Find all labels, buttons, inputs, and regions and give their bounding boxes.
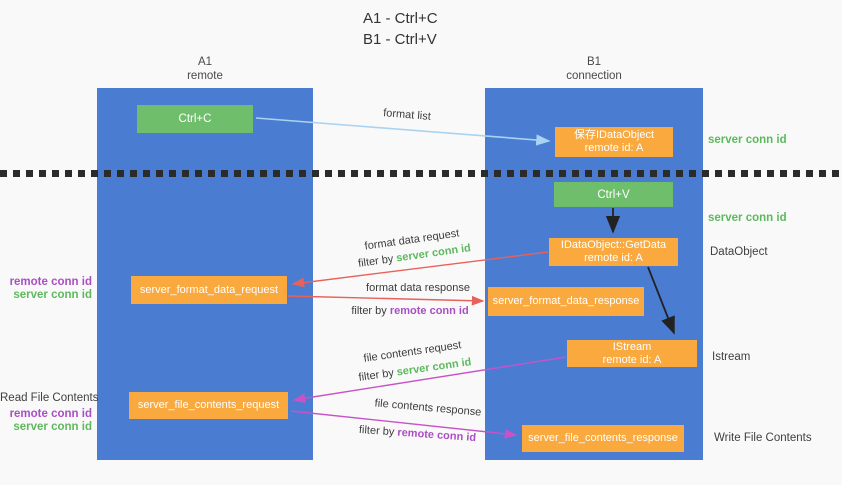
label-left-server-conn-id-1: server conn id [13, 289, 92, 301]
lane-header-a1: A1 remote [97, 55, 313, 83]
node-server-format-data-request-label: server_format_data_request [139, 283, 279, 296]
node-ctrl-c: Ctrl+C [137, 105, 253, 133]
label-file-contents-response: file contents response [374, 397, 482, 419]
node-istream-line2: remote id: A [602, 353, 662, 366]
label-format-list: format list [382, 107, 432, 123]
node-istream: IStream remote id: A [567, 340, 697, 367]
node-save-idataobject: 保存IDataObject remote id: A [555, 127, 673, 157]
label-server-conn-id-mid: server conn id [708, 212, 787, 224]
title-line-2: B1 - Ctrl+V [363, 31, 437, 48]
label-format-data-response: format data response [366, 282, 470, 294]
lane-a1-title: A1 [197, 56, 213, 68]
filter-server-conn-id: server conn id [395, 356, 473, 379]
label-filter-file-response: filter by remote conn id [350, 423, 486, 444]
node-server-file-contents-response-label: server_file_contents_response [528, 432, 678, 444]
phase-separator-dashed-line [0, 170, 842, 177]
node-save-idataobject-line1: 保存IDataObject [573, 129, 655, 141]
node-server-file-contents-request-label: server_file_contents_request [137, 399, 280, 411]
filter-prefix: filter by [358, 423, 395, 439]
title-line-1: A1 - Ctrl+C [363, 10, 438, 27]
node-getdata-line1: IDataObject::GetData [560, 239, 667, 251]
label-istream: Istream [712, 351, 751, 363]
lane-b1-subtitle: connection [566, 70, 622, 82]
node-save-idataobject-line2: remote id: A [584, 142, 644, 154]
label-left-remote-conn-id-2: remote conn id [9, 408, 92, 420]
node-server-file-contents-request: server_file_contents_request [129, 392, 288, 419]
node-ctrl-v-label: Ctrl+V [597, 188, 630, 201]
filter-prefix: filter by [357, 367, 395, 384]
label-server-conn-id-top: server conn id [708, 134, 787, 146]
filter-prefix: filter by [357, 253, 395, 270]
label-read-file-contents: Read File Contents [0, 392, 99, 404]
node-server-format-data-request: server_format_data_request [131, 276, 287, 304]
label-left-server-conn-id-2: server conn id [13, 421, 92, 433]
node-ctrl-v: Ctrl+V [554, 182, 673, 207]
node-getdata-line2: remote id: A [584, 252, 643, 264]
label-filter-format-response: filter by remote conn id [340, 305, 480, 317]
diagram-title: A1 - Ctrl+C B1 - Ctrl+V [363, 8, 438, 50]
lane-a1-subtitle: remote [187, 70, 223, 82]
filter-prefix: filter by [351, 305, 387, 317]
node-server-file-contents-response: server_file_contents_response [522, 425, 684, 452]
node-istream-line1: IStream [612, 340, 652, 353]
node-server-format-data-response: server_format_data_response [488, 287, 644, 316]
arrow-format-data-response [287, 295, 485, 306]
lane-header-b1: B1 connection [485, 55, 703, 83]
node-idataobject-getdata: IDataObject::GetData remote id: A [549, 238, 678, 266]
filter-remote-conn-id: remote conn id [389, 305, 469, 317]
label-left-remote-conn-id-1: remote conn id [9, 276, 92, 288]
lane-b1-title: B1 [586, 56, 602, 68]
node-server-format-data-response-label: server_format_data_response [492, 295, 640, 307]
label-dataobject: DataObject [710, 246, 768, 258]
label-write-file-contents: Write File Contents [714, 432, 812, 444]
node-ctrl-c-label: Ctrl+C [178, 113, 212, 125]
filter-remote-conn-id: remote conn id [396, 426, 477, 445]
